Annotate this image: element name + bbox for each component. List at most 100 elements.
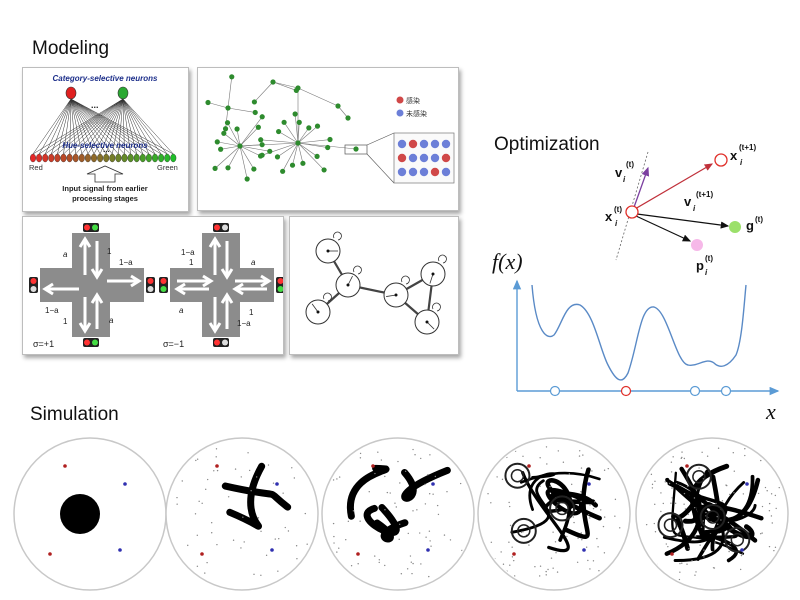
vortex-point xyxy=(745,482,749,486)
svg-text:1−a: 1−a xyxy=(237,319,251,328)
network-node xyxy=(295,85,301,91)
network-node xyxy=(222,126,229,132)
oscillator-nodes xyxy=(305,231,447,335)
hue-neuron xyxy=(97,153,104,163)
simulation-discs xyxy=(13,437,789,591)
hue-neuron xyxy=(84,153,91,163)
network-nodes xyxy=(205,74,359,182)
green-label: Green xyxy=(157,163,178,172)
pso-labels: x i (t) v i (t) v i (t+1) x i (t+1) g (t… xyxy=(605,143,763,277)
network-node xyxy=(274,154,281,160)
svg-text:(t): (t) xyxy=(626,160,634,169)
network-node xyxy=(306,125,312,131)
hue-neuron xyxy=(170,153,177,163)
network-node xyxy=(221,130,227,136)
network-node xyxy=(258,137,264,143)
inset-node xyxy=(430,167,440,177)
network-node xyxy=(218,146,224,152)
svg-text:(t+1): (t+1) xyxy=(696,190,713,199)
svg-text:1−a: 1−a xyxy=(119,258,133,267)
hue-neuron-row xyxy=(29,153,177,163)
hue-neuron xyxy=(109,153,116,163)
particle-marker-3 xyxy=(689,385,701,397)
svg-text:a: a xyxy=(109,316,114,325)
vortex-point xyxy=(512,552,516,556)
red-category-neuron xyxy=(65,86,77,100)
network-node xyxy=(345,115,351,121)
svg-text:i: i xyxy=(623,175,626,184)
x-axis-label: x xyxy=(765,399,776,424)
network-node xyxy=(300,160,306,166)
vortex-point xyxy=(685,464,689,468)
vortex-point xyxy=(431,482,435,486)
zoom-inset-nodes xyxy=(397,139,451,177)
velocity-arrow xyxy=(632,166,650,211)
objective-curve xyxy=(531,284,747,381)
network-node xyxy=(205,99,211,106)
svg-text:a: a xyxy=(63,250,68,259)
network-node xyxy=(214,139,220,145)
vortex-point xyxy=(740,548,744,552)
intersection-sigma-minus: 1−a 1 a a 1 1−a xyxy=(159,223,283,347)
inset-node xyxy=(397,167,407,177)
svg-text:(t): (t) xyxy=(705,254,713,263)
hue-neuron xyxy=(90,153,97,163)
network-node xyxy=(244,176,250,182)
legend-uninfected-icon xyxy=(396,109,404,117)
svg-text:1: 1 xyxy=(189,258,194,267)
intersection-sigma-plus: a 1 1−a 1−a 1 a xyxy=(29,223,155,347)
network-node xyxy=(276,128,282,135)
vortex-point xyxy=(118,548,122,552)
svg-text:1: 1 xyxy=(249,308,254,317)
particle-next xyxy=(714,153,728,167)
network-node xyxy=(353,146,359,152)
vortex-point xyxy=(587,482,591,486)
network-node xyxy=(267,148,273,154)
hue-neuron xyxy=(66,153,73,163)
pso-vector-diagram: x i (t) v i (t) v i (t+1) x i (t+1) g (t… xyxy=(605,143,763,277)
svg-text:v: v xyxy=(615,165,623,180)
network-node xyxy=(255,124,261,130)
inset-node xyxy=(430,139,440,149)
vortex-point xyxy=(582,548,586,552)
inset-node xyxy=(441,167,451,177)
hue-neuron xyxy=(78,153,85,163)
network-graph: 感染 未感染 xyxy=(205,74,455,184)
oscillator-node xyxy=(305,292,332,325)
next-position-arrow xyxy=(634,163,714,210)
vortex-point xyxy=(270,548,274,552)
neuron-model-diagram: Category-selective neurons ... Hue-selec… xyxy=(29,74,178,203)
network-node xyxy=(251,166,257,172)
fx-axis-label: f(x) xyxy=(492,249,523,274)
legend-infected-icon xyxy=(396,96,404,104)
network-node xyxy=(281,119,287,125)
network-node xyxy=(289,162,296,168)
input-arrow-icon xyxy=(86,165,124,183)
vortex-point xyxy=(123,482,127,486)
personal-best-arrow xyxy=(635,215,692,242)
vortex-point xyxy=(275,482,279,486)
zoom-line-top xyxy=(366,132,395,146)
hue-neuron xyxy=(36,153,43,163)
hue-neuron xyxy=(121,153,128,163)
network-node xyxy=(259,114,265,120)
oscillator-node xyxy=(335,265,362,298)
svg-text:(t+1): (t+1) xyxy=(739,143,756,152)
inset-node xyxy=(408,139,418,149)
simulation-disc-4 xyxy=(477,437,631,591)
hue-neuron xyxy=(54,153,61,163)
network-node xyxy=(280,168,286,174)
svg-text:1: 1 xyxy=(107,247,112,256)
hue-neuron xyxy=(48,153,55,163)
vortex-point xyxy=(48,552,52,556)
inset-node xyxy=(397,139,407,149)
network-node xyxy=(234,126,240,132)
svg-text:i: i xyxy=(615,219,618,228)
top-ellipsis: ... xyxy=(91,100,99,110)
vortex-point xyxy=(200,552,204,556)
hue-neuron xyxy=(151,153,158,163)
network-node xyxy=(229,74,235,80)
network-node xyxy=(335,103,341,109)
vortex-point xyxy=(527,464,531,468)
particle-marker-4 xyxy=(720,385,732,397)
